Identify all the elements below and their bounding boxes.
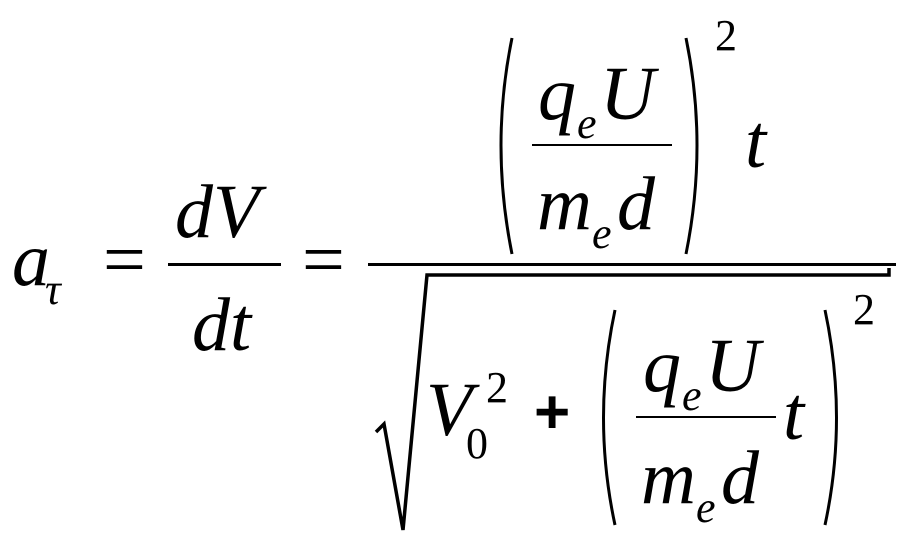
num-d: d [617,162,655,246]
den-U: U [705,324,760,408]
num-inner-fraction-bar [532,144,672,146]
equals-sign-2: = [302,218,345,302]
lhs-tau-subscript: τ [45,265,61,314]
num-q: q [538,52,576,136]
lhs-a: a [12,218,50,302]
den-q-subscript-e: e [682,371,702,420]
sqrt-sign [374,268,891,531]
derivative-fraction-bar [168,263,281,266]
num-U: U [600,52,655,136]
den-V-exponent-2: 2 [486,363,508,412]
den-V-subscript-0: 0 [466,419,488,468]
left-paren-top [499,37,514,255]
derivative-denominator: dt [192,283,252,367]
den-inner-fraction-bar [636,416,776,418]
num-m-subscript-e: e [592,209,612,258]
den-d: d [721,436,759,520]
num-exponent-2: 2 [715,11,737,60]
den-m: m [641,436,696,520]
den-m-subscript-e: e [696,483,716,532]
num-q-subscript-e: e [577,99,597,148]
den-q: q [643,324,681,408]
equals-sign-1: = [103,218,146,302]
right-paren-bottom [823,309,838,526]
den-exponent-2: 2 [853,285,875,334]
right-paren-top [684,37,699,255]
den-plus-sign: + [534,378,571,447]
num-t: t [745,100,767,184]
left-paren-bottom [602,309,617,526]
den-V: V [426,368,473,452]
main-fraction-bar [368,263,896,266]
den-t: t [783,372,805,456]
num-m: m [537,162,592,246]
derivative-numerator: dV [175,170,260,254]
